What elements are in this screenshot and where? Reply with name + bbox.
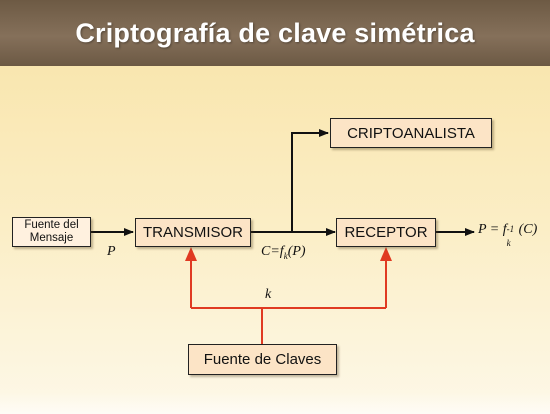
receiver-label: RECEPTOR: [344, 224, 428, 241]
cryptanalyst-box: CRIPTOANALISTA: [330, 118, 492, 148]
arrow-to-cryptanalyst: [291, 129, 329, 232]
plaintext-label: P: [107, 244, 116, 259]
message-source-box: Fuente del Mensaje: [12, 217, 91, 247]
transmitter-label: TRANSMISOR: [142, 224, 243, 241]
title-bar: Criptografía de clave simétrica: [0, 0, 550, 66]
ciphertext-suffix: (P): [287, 244, 306, 259]
transmitter-box: TRANSMISOR: [135, 218, 251, 247]
arrowhead-key-receiver: [380, 247, 392, 261]
ciphertext-subscript: k: [283, 250, 288, 261]
decrypted-label: P = f-1 k (C): [478, 222, 538, 248]
bottom-fade: [0, 392, 550, 414]
slide-title: Criptografía de clave simétrica: [75, 17, 475, 48]
decrypted-suffix: (C): [518, 222, 538, 237]
ciphertext-prefix: C=f: [261, 244, 284, 259]
arrowhead-key-transmitter: [185, 247, 197, 261]
decrypted-subscript: k: [506, 238, 511, 248]
message-source-line1: Fuente del: [24, 219, 79, 231]
ciphertext-label: C=fk(P): [261, 244, 306, 261]
message-source-line2: Mensaje: [29, 232, 74, 244]
key-source-box: Fuente de Claves: [188, 344, 337, 375]
cryptanalyst-label: CRIPTOANALISTA: [347, 124, 475, 142]
decrypted-superscript: -1: [506, 224, 515, 234]
receiver-box: RECEPTOR: [336, 218, 436, 247]
key-label: k: [265, 287, 272, 302]
decrypted-prefix: P = f: [478, 222, 507, 237]
key-source-label: Fuente de Claves: [203, 351, 322, 368]
